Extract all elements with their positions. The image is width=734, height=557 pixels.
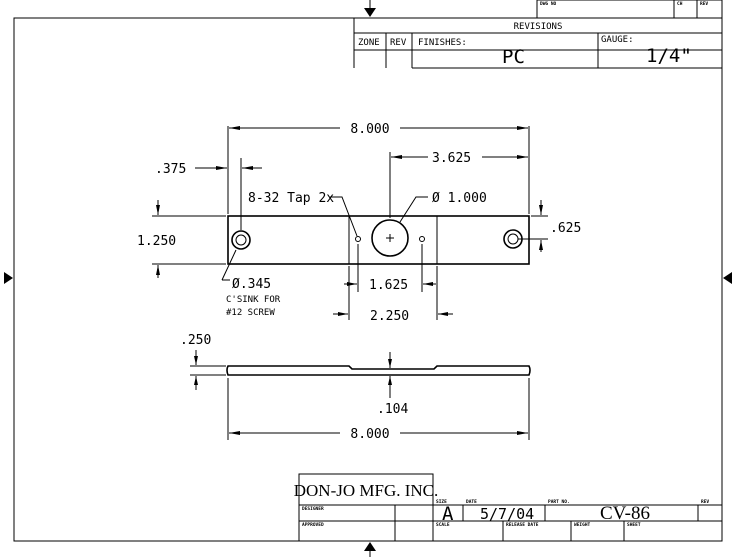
title-block: DON-JO MFG. INC. DESIGNER APPROVED SIZE … — [294, 473, 722, 541]
dim-half-height: .625 — [550, 221, 581, 236]
arrow-up-icon — [364, 542, 376, 551]
finishes-value: PC — [502, 46, 525, 68]
weight-label: WEIGHT — [574, 522, 591, 528]
company-name: DON-JO MFG. INC. — [294, 481, 439, 500]
rev-column-label: REV — [390, 38, 407, 48]
gauge-value: 1/4" — [646, 45, 692, 67]
finishes-label: FINISHES: — [418, 38, 467, 48]
tap-note: 8-32 Tap 2x — [248, 191, 334, 206]
center-hole — [371, 219, 409, 257]
date-value: 5/7/04 — [480, 505, 534, 523]
csink-note-2: #12 SCREW — [226, 308, 275, 318]
dim-tap-spacing: 1.625 — [369, 278, 408, 293]
designer-label: DESIGNER — [302, 506, 324, 512]
dim-overall-length: 8.000 — [350, 122, 389, 137]
plate-outline — [227, 215, 530, 265]
revisions-label: REVISIONS — [514, 22, 563, 32]
dwg-no-label: DWG NO — [540, 1, 557, 7]
approved-label: APPROVED — [302, 522, 324, 528]
size-label: SIZE — [436, 499, 447, 505]
arrow-right-icon — [4, 272, 13, 284]
top-view: 8.000 .375 3.625 8-32 Tap 2x Ø 1.000 1.2… — [137, 122, 581, 324]
rev-label: REV — [700, 1, 708, 7]
zone-label: ZONE — [358, 38, 380, 48]
part-no-value: CV-86 — [600, 503, 650, 524]
csink-hole-left — [231, 230, 251, 250]
tap-hole-right — [419, 236, 425, 242]
date-label: DATE — [466, 499, 477, 505]
side-view: .250 .104 8.000 — [180, 333, 531, 442]
dim-center-offset: 3.625 — [432, 151, 471, 166]
rev-label-bottom: REV — [701, 499, 709, 505]
dim-height: 1.250 — [137, 234, 176, 249]
part-no-label: PART NO. — [548, 499, 570, 505]
scale-label: SCALE — [436, 522, 450, 528]
dim-csink-dia: Ø.345 — [232, 277, 271, 292]
dim-recess-width: 2.250 — [370, 309, 409, 324]
dim-center-hole-dia: Ø 1.000 — [432, 191, 487, 206]
side-profile — [226, 365, 531, 376]
dim-recess-depth: .104 — [377, 402, 408, 417]
arrow-left-icon — [723, 272, 732, 284]
revisions-block: DWG NO CH REV REVISIONS ZONE REV FINISHE… — [353, 0, 723, 69]
arrow-down-icon — [364, 8, 376, 17]
tap-hole-left — [355, 236, 361, 242]
dim-thickness: .250 — [180, 333, 211, 348]
release-date-label: RELEASE DATE — [506, 522, 539, 528]
size-value: A — [442, 503, 454, 525]
dim-side-length: 8.000 — [350, 427, 389, 442]
ch-label: CH — [677, 1, 683, 7]
csink-note-1: C'SINK FOR — [226, 295, 281, 305]
dim-hole-offset: .375 — [155, 162, 186, 177]
sheet-border — [13, 17, 723, 542]
sheet-label: SHEET — [627, 522, 641, 528]
gauge-label: GAUGE: — [601, 35, 634, 45]
center-marks — [4, 0, 732, 557]
